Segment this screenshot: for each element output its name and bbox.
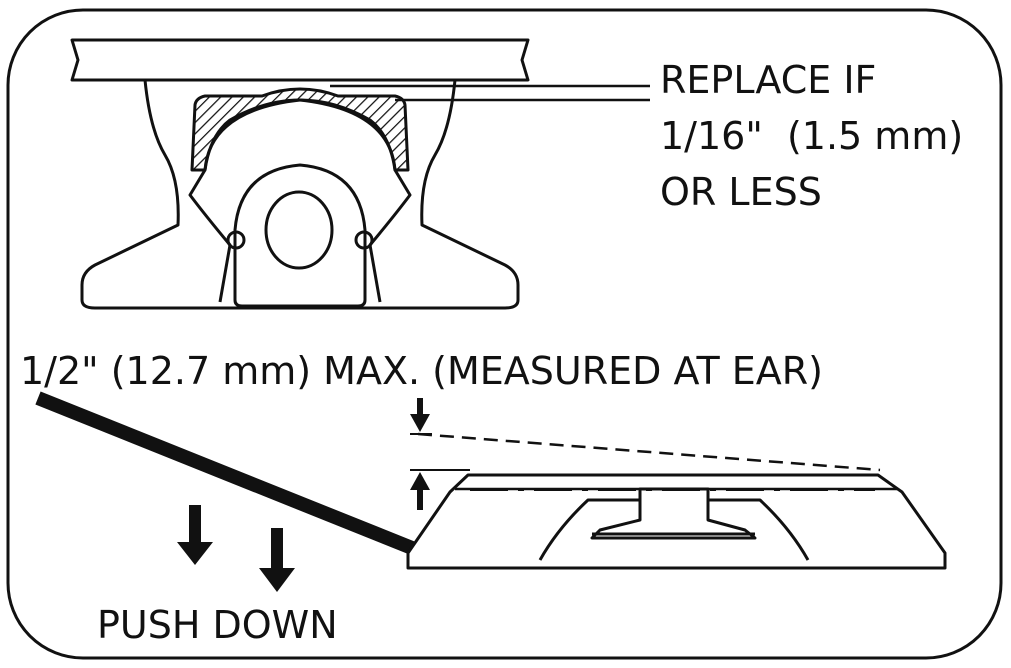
cross-section [70,38,650,310]
replace-note-line3: OR LESS [660,170,822,214]
outer-housing [80,79,520,310]
replace-note-line2: 1/16" (1.5 mm) [660,114,964,158]
arrow-up-head [410,472,430,490]
push-arrows [177,505,295,592]
inner-arch-left [188,169,232,303]
max-measurement-note: 1/2" (12.7 mm) MAX. (MEASURED AT EAR) [20,349,824,393]
top-bar [70,38,530,82]
measurement-arrows [410,398,430,510]
push-arrow-2-head [259,568,295,592]
piston-bump-right [354,230,374,250]
wear-limit-line [417,432,881,472]
replace-note: REPLACE IF 1/16" (1.5 mm) OR LESS [660,52,963,220]
piston-bump-left [226,230,246,250]
inner-arch [203,98,412,303]
side-view [35,391,947,570]
outer-border [6,8,1003,660]
center-hole [264,190,334,270]
replace-note-line1: REPLACE IF [660,58,877,102]
push-arrow-1-head [177,542,213,565]
pry-bar [35,391,415,555]
push-arrow-2-shaft [271,528,283,570]
push-down-label: PUSH DOWN [97,603,338,647]
push-arrow-1-shaft [189,505,201,545]
center-clip [590,487,757,540]
piston [233,163,367,308]
arrow-up-shaft [417,488,423,510]
arrow-down-head [410,414,430,432]
arrow-down-shaft [417,398,423,416]
